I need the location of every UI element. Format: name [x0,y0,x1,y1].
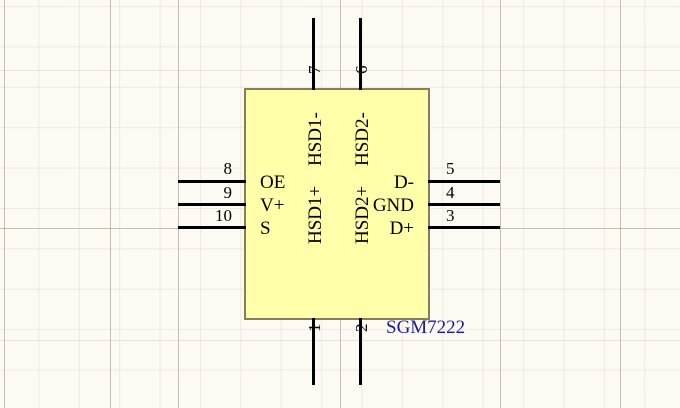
part-number-label[interactable]: SGM7222 [386,317,466,338]
pin-wire-right-3[interactable] [428,226,500,229]
pin-number-7: 7 [305,65,324,75]
pin-label-dplus: D+ [389,218,414,239]
grid-major-line-v5 [500,0,501,408]
grid-major-line-v2 [110,0,111,408]
pin-label-hsd2-minus: HSD2- [352,112,373,166]
pin-wire-bottom-2[interactable] [359,318,362,385]
pin-label-vplus: V+ [260,195,285,216]
grid-major-line-h2 [0,340,680,341]
pin-wire-top-6[interactable] [359,18,362,90]
pin-number-5: 5 [446,159,455,178]
grid-major-line-v1 [4,0,5,408]
pin-number-1: 1 [305,323,324,333]
pin-number-3: 3 [446,206,455,225]
pin-label-hsd1-plus: HSD1+ [305,185,326,244]
grid-major-line-v6 [620,0,621,408]
pin-wire-top-7[interactable] [312,18,315,90]
pin-label-s: S [260,218,271,239]
pin-label-gnd: GND [372,195,414,216]
pin-label-hsd2-plus: HSD2+ [352,185,373,244]
pin-wire-right-5[interactable] [428,180,500,183]
pin-label-hsd1-minus: HSD1- [305,112,326,166]
pin-wire-bottom-1[interactable] [312,318,315,385]
pin-wire-left-8[interactable] [178,180,246,183]
pin-label-dminus: D- [393,172,414,193]
pin-number-6: 6 [352,65,371,75]
pin-number-4: 4 [446,183,455,202]
pin-label-oe: OE [260,172,286,193]
pin-number-2: 2 [352,323,371,333]
pin-number-8: 8 [223,159,233,178]
pin-number-10: 10 [215,206,232,225]
pin-wire-left-9[interactable] [178,203,246,206]
pin-number-9: 9 [223,183,233,202]
pin-wire-right-4[interactable] [428,203,500,206]
grid-major-line-h1 [0,70,680,71]
pin-wire-left-10[interactable] [178,226,246,229]
